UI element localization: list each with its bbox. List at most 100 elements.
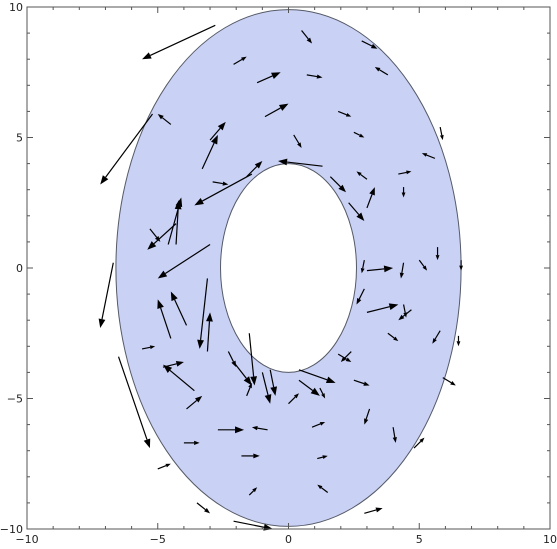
vector-arrow — [261, 372, 272, 404]
vector-arrow-head — [317, 484, 323, 490]
vector-arrow-head — [316, 74, 323, 79]
x-tick-label: 5 — [416, 533, 423, 546]
vector-arrow-shaft — [337, 353, 347, 360]
vector-arrow-head — [401, 192, 406, 198]
vector-arrow-head — [322, 455, 328, 459]
y-tick-label: −10 — [0, 523, 23, 536]
vector-arrow — [142, 24, 216, 60]
vector-arrow-head — [360, 267, 365, 274]
vector-arrow — [413, 437, 425, 449]
vector-arrow — [212, 181, 229, 186]
vector-arrow-head — [194, 395, 203, 403]
vector-arrow-head — [388, 303, 399, 311]
vector-arrow-head — [338, 184, 347, 193]
vector-arrow — [418, 259, 428, 271]
vector-arrow — [356, 288, 365, 305]
vector-arrow-head — [174, 200, 182, 210]
vector-arrow-head — [147, 241, 157, 250]
vector-arrow-shaft — [439, 126, 443, 136]
vector-arrow-shaft — [167, 206, 180, 245]
vector-arrow-head — [270, 386, 278, 396]
vector-arrow-head — [356, 298, 362, 305]
vector-arrow-head — [165, 463, 171, 468]
vector-arrow — [233, 361, 252, 386]
vector-arrow — [288, 393, 299, 405]
vector-arrow — [98, 262, 114, 329]
vector-arrow — [353, 379, 370, 386]
vector-arrow — [157, 244, 211, 279]
annulus-region — [115, 9, 462, 527]
vector-arrow — [401, 187, 406, 198]
vector-arrow — [435, 247, 440, 261]
vector-arrow-shaft — [402, 309, 412, 318]
vector-arrow-head — [253, 453, 260, 459]
vector-arrow — [306, 74, 323, 79]
vector-arrow-head — [231, 360, 237, 368]
vector-arrow — [201, 134, 218, 170]
vector-arrow-shaft — [362, 260, 365, 269]
y-tick-label: 0 — [16, 262, 23, 275]
vector-arrow-head — [157, 114, 164, 120]
vector-arrow — [217, 426, 245, 434]
vector-arrow-shaft — [209, 127, 221, 141]
vector-arrow-head — [254, 160, 263, 169]
vector-arrow — [170, 291, 188, 326]
vector-arrow-shaft — [105, 113, 154, 178]
vector-arrow-shaft — [306, 74, 318, 78]
vector-arrow-shaft — [264, 107, 281, 118]
vector-arrow-head — [278, 158, 288, 166]
vector-arrow — [337, 110, 352, 117]
x-tick-label: 10 — [543, 533, 557, 546]
vector-arrow-shaft — [288, 396, 296, 405]
vector-arrow-head — [250, 376, 258, 386]
vector-arrow-shaft — [149, 24, 216, 56]
vector-arrow-shaft — [398, 171, 407, 175]
vector-arrow — [374, 67, 389, 76]
vector-arrow — [311, 421, 326, 428]
vector-arrow-shaft — [149, 228, 158, 238]
vector-arrow-head — [369, 187, 375, 196]
vector-arrow — [248, 487, 258, 496]
vector-arrow-head — [356, 171, 362, 176]
vector-arrow — [157, 299, 172, 339]
vector-arrow-head — [251, 426, 258, 431]
vector-arrow-shaft — [246, 387, 251, 397]
vector-arrow-shaft — [360, 173, 368, 180]
vector-arrow-shaft — [353, 131, 361, 136]
vector-arrow-shaft — [196, 502, 206, 511]
vector-arrow — [364, 507, 383, 514]
vector-arrow-head — [374, 67, 381, 72]
vector-arrow-head — [421, 153, 428, 157]
vector-arrow — [317, 484, 329, 493]
vector-arrow — [147, 223, 177, 250]
vector-arrow-head — [450, 380, 456, 386]
vector-arrow — [353, 131, 365, 138]
vector-arrow-shaft — [379, 69, 389, 76]
vector-arrow-shaft — [364, 509, 377, 514]
vector-arrow-head — [364, 418, 369, 425]
vector-arrow-shaft — [401, 262, 405, 274]
vector-arrow-head — [162, 364, 173, 373]
vector-arrow — [233, 56, 247, 65]
vector-arrow-head — [375, 507, 383, 513]
vector-arrow-shaft — [248, 490, 255, 496]
vector-arrow — [241, 453, 260, 459]
vector-arrow — [246, 160, 263, 178]
vector-arrow — [398, 170, 412, 175]
vector-arrow-shaft — [301, 30, 309, 40]
vector-arrow-shaft — [319, 387, 324, 395]
vector-arrow-shaft — [418, 259, 425, 267]
vector-arrow-shaft — [442, 377, 452, 384]
vector-arrow — [196, 502, 211, 514]
vector-arrow-shaft — [186, 399, 198, 410]
vector-arrow-head — [310, 387, 320, 396]
vector-arrow — [317, 455, 328, 460]
vector-arrow-shaft — [233, 58, 243, 65]
vector-arrow-head — [319, 421, 326, 426]
vector-arrow-shaft — [199, 278, 209, 341]
vector-arrow — [117, 356, 151, 449]
vector-arrow-shaft — [141, 346, 151, 350]
y-tick-label: 10 — [9, 1, 23, 14]
